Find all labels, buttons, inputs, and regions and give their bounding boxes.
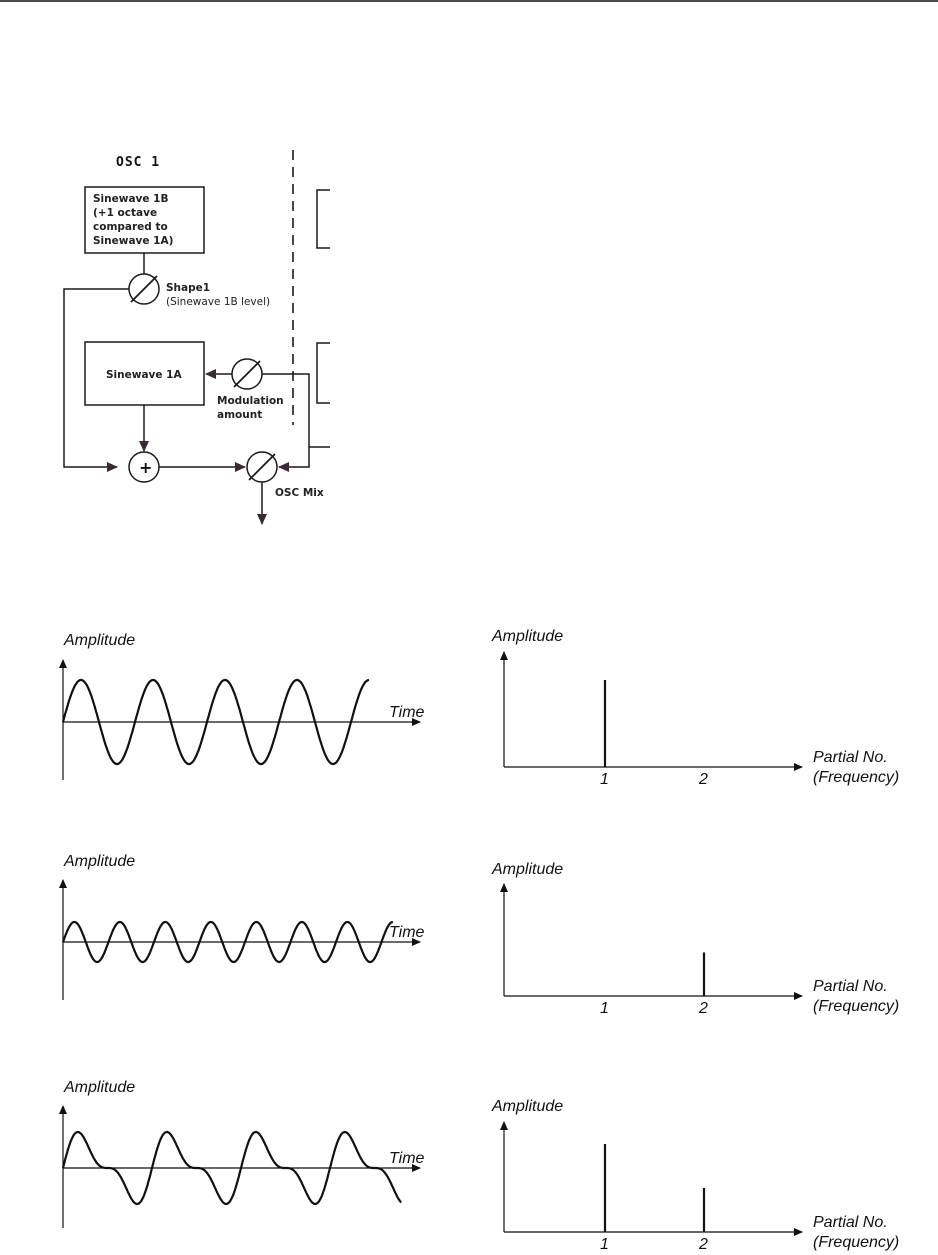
sine-wave-icon [61, 678, 370, 766]
time-plot-xlabel: Time [389, 704, 425, 721]
modulation-knob-icon [231, 358, 263, 390]
spectrum-xlabel-line1: Partial No. [813, 1214, 888, 1231]
wire-bracket-to-mix [278, 446, 330, 472]
sinewave-1b-box [84, 186, 205, 254]
spectrum-xlabel-line1: Partial No. [813, 978, 888, 995]
combined-wave-icon [61, 1130, 403, 1206]
wire-external-mod [262, 373, 310, 447]
bracket-lower [316, 342, 330, 404]
modulation-label: Modulation amount [217, 395, 287, 421]
time-plot-ylabel: Amplitude [63, 632, 135, 649]
time-plot-xlabel: Time [389, 924, 425, 941]
partial-tick-2: 2 [698, 771, 708, 788]
osc-mix-knob-icon [246, 451, 278, 483]
spectrum-plot-ylabel: Amplitude [491, 628, 563, 645]
spectrum-plot: Amplitude 1 2 Partial No. (Frequency) [491, 1098, 899, 1253]
spectrum-plot-ylabel: Amplitude [491, 861, 563, 878]
bracket-upper [316, 189, 330, 249]
sinewave-1b-label: Sinewave 1B (+1 octave compared to Sinew… [93, 193, 173, 247]
sine-wave-octave-icon [61, 920, 394, 964]
partial-tick-2: 2 [698, 1000, 708, 1017]
time-plot-xlabel: Time [389, 1150, 425, 1167]
partial-tick-2: 2 [698, 1236, 708, 1253]
block-diagram: OSC 1 Sinewave 1B (+1 octave compared to… [63, 150, 330, 525]
wire-shape1-to-plus [63, 288, 129, 472]
spectrum-plot: Amplitude 1 2 Partial No. (Frequency) [491, 628, 899, 788]
spectrum-xlabel-line2: (Frequency) [813, 998, 899, 1015]
partial-tick-1: 1 [600, 1000, 609, 1017]
partial-tick-1: 1 [600, 771, 609, 788]
spectrum-xlabel-line2: (Frequency) [813, 1234, 899, 1251]
osc-title: OSC 1 [116, 155, 160, 170]
partial-tick-1: 1 [600, 1236, 609, 1253]
spectrum-plot-ylabel: Amplitude [491, 1098, 563, 1115]
spectrum-xlabel-line1: Partial No. [813, 749, 888, 766]
svg-text:+: + [139, 458, 152, 477]
shape1-knob-icon [128, 273, 160, 305]
time-plot-ylabel: Amplitude [63, 853, 135, 870]
sinewave-1a-label: Sinewave 1A [106, 369, 182, 381]
time-plot-ylabel: Amplitude [63, 1079, 135, 1096]
spectrum-xlabel-line2: (Frequency) [813, 769, 899, 786]
spectrum-plot: Amplitude 1 2 Partial No. (Frequency) [491, 861, 899, 1017]
osc-mix-label: OSC Mix [275, 487, 324, 499]
summing-node-icon: + [128, 451, 160, 483]
shape1-label: Shape1 (Sinewave 1B level) [166, 278, 270, 308]
